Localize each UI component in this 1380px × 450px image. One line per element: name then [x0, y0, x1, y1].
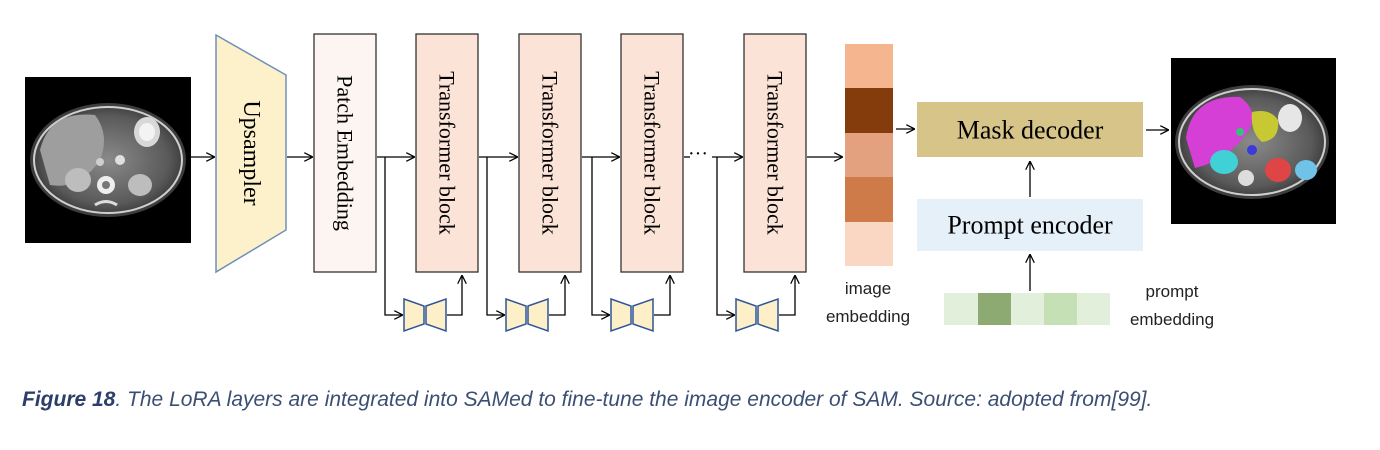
lora-branch-4 — [716, 157, 795, 333]
mask-decoder-label: Mask decoder — [957, 116, 1104, 145]
samed-architecture-diagram: Upsampler Patch Embedding Transformer bl… — [25, 33, 1336, 333]
image-embedding-cell — [845, 88, 893, 133]
patch-embedding-label: Patch Embedding — [333, 75, 358, 231]
transformer-block-2: Transformer block — [518, 33, 582, 273]
ellipsis: ··· — [688, 143, 708, 165]
transformer-block-label: Transformer block — [640, 71, 665, 235]
prompt-embedding-cell — [1011, 293, 1044, 325]
lora-adapter-icon — [735, 297, 779, 333]
lora-branch-2 — [486, 157, 565, 333]
transformer-block-4: Transformer block — [743, 33, 807, 273]
patch-embedding-block: Patch Embedding — [313, 33, 377, 273]
transformer-block-label: Transformer block — [538, 71, 563, 235]
prompt-embedding-row — [944, 293, 1110, 325]
prompt-embedding-cell — [1077, 293, 1110, 325]
image-embedding-cell — [845, 177, 893, 222]
prompt-encoder-label: Prompt encoder — [947, 211, 1113, 240]
lora-adapter-icon — [403, 297, 447, 333]
prompt-embedding-cell — [978, 293, 1011, 325]
output-segmentation-image — [1171, 58, 1336, 224]
image-embedding-cell — [845, 44, 893, 88]
mask-decoder-block: Mask decoder — [917, 102, 1143, 157]
prompt-embedding-cell — [944, 293, 978, 325]
prompt-encoder-block: Prompt encoder — [917, 199, 1143, 251]
transformer-block-3: Transformer block — [620, 33, 684, 273]
prompt-embedding-label-line2: embedding — [1130, 310, 1214, 329]
transformer-block-1: Transformer block — [415, 33, 479, 273]
figure-label: Figure 18 — [22, 388, 116, 411]
caption-text: . The LoRA layers are integrated into SA… — [115, 388, 1153, 411]
lora-branch-3 — [591, 157, 670, 333]
transformer-block-label: Transformer block — [435, 71, 460, 235]
prompt-embedding-label-line1: prompt — [1146, 282, 1199, 301]
prompt-embedding-cell — [1044, 293, 1077, 325]
upsampler-label: Upsampler — [238, 100, 264, 205]
image-embedding-cell — [845, 133, 893, 177]
image-embedding-label-line2: embedding — [826, 307, 910, 326]
transformer-block-label: Transformer block — [763, 71, 788, 235]
input-ct-image — [25, 77, 191, 243]
image-embedding-label-line1: image — [845, 279, 891, 298]
image-embedding-stack — [845, 44, 893, 266]
lora-adapter-icon — [505, 297, 549, 333]
lora-branch-1 — [384, 157, 462, 333]
upsampler-block: Upsampler — [215, 33, 287, 274]
image-embedding-cell — [845, 222, 893, 266]
lora-adapter-icon — [610, 297, 654, 333]
figure-caption: Figure 18. The LoRA layers are integrate… — [22, 388, 1362, 412]
